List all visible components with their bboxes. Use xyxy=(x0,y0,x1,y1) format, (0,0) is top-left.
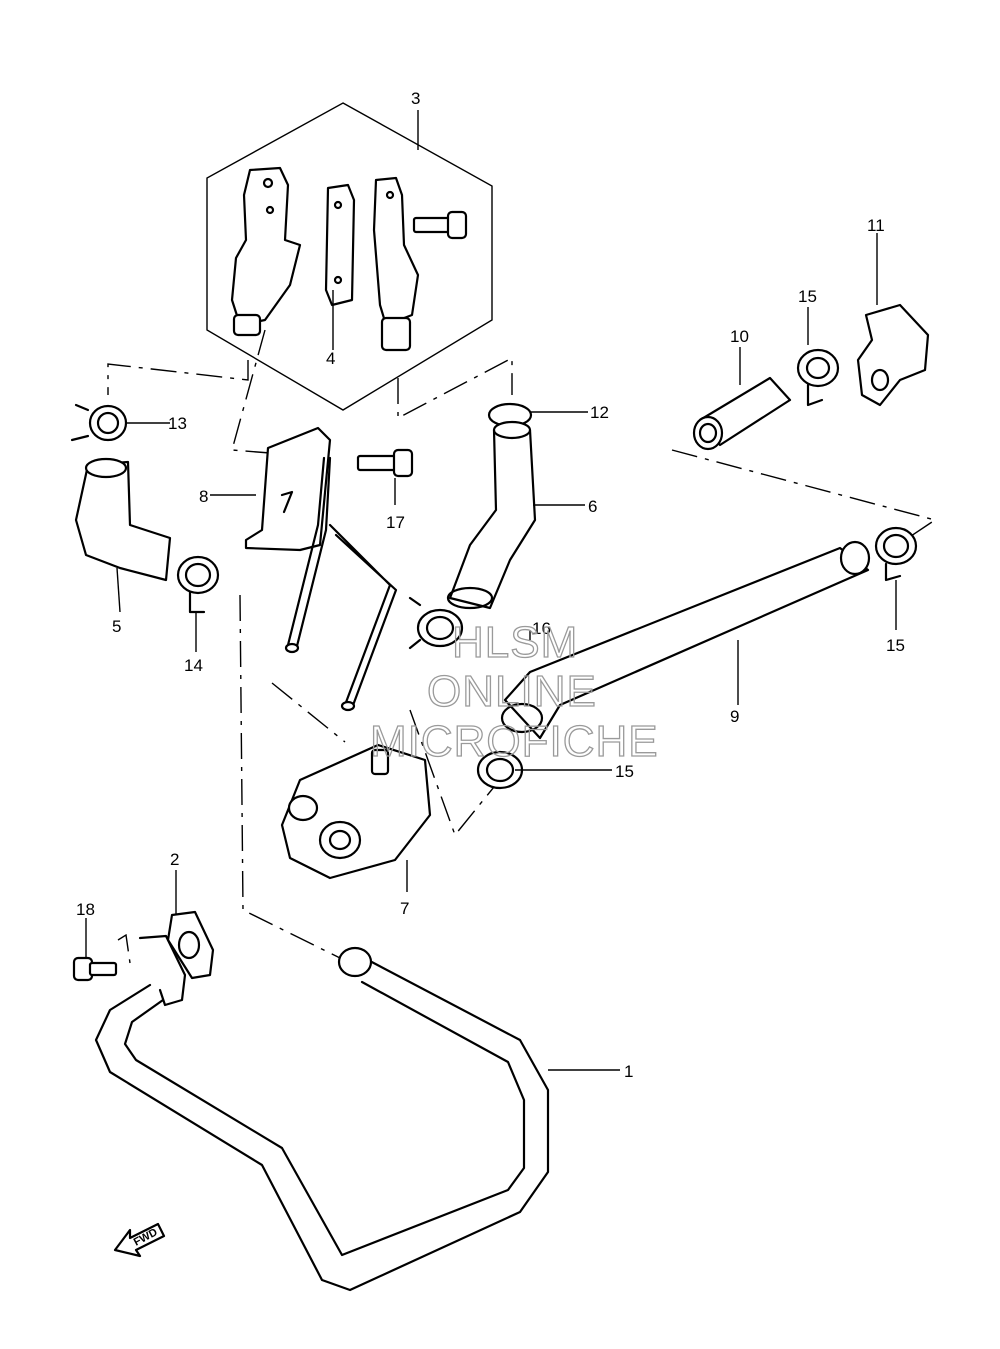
valve-part-7 xyxy=(280,743,432,880)
callout-15-center: 15 xyxy=(615,762,634,781)
bolt-part-18 xyxy=(72,956,118,982)
gasket-part-4 xyxy=(324,183,356,307)
clamp-part-15-center xyxy=(476,750,524,790)
gasket-part-2 xyxy=(166,910,215,980)
callout-18: 18 xyxy=(76,900,95,919)
pipe-part-1 xyxy=(94,934,550,1292)
valve-outlet-part xyxy=(372,176,420,352)
callout-14: 14 xyxy=(184,656,203,675)
callout-9: 9 xyxy=(730,707,739,726)
elbow-hose-part-5 xyxy=(74,457,172,582)
clamp-part-16 xyxy=(408,596,464,650)
clamp-part-13 xyxy=(70,403,128,442)
hose-part-6 xyxy=(446,420,537,610)
clamp-part-15-right xyxy=(874,526,918,582)
callout-2: 2 xyxy=(170,850,179,869)
callout-12: 12 xyxy=(590,403,609,422)
bracket-part-8 xyxy=(244,426,398,712)
callout-5: 5 xyxy=(112,617,121,636)
fitting-part-10 xyxy=(692,376,792,451)
callout-6: 6 xyxy=(588,497,597,516)
callout-7: 7 xyxy=(400,899,409,918)
callout-16: 16 xyxy=(532,619,551,638)
callout-4: 4 xyxy=(326,349,335,368)
hose-part-9 xyxy=(500,540,871,740)
watermark-line-3: MICROFICHE xyxy=(370,717,659,766)
assembly-3-outline xyxy=(206,102,493,411)
callout-10: 10 xyxy=(730,327,749,346)
callout-11: 11 xyxy=(867,216,885,235)
callout-15-upper: 15 xyxy=(798,287,817,306)
valve-housing-part xyxy=(230,166,302,337)
clamp-part-14 xyxy=(176,555,220,614)
bolt-part xyxy=(412,210,468,240)
callout-3: 3 xyxy=(411,89,420,108)
watermark-line-2: ONLINE xyxy=(427,667,597,716)
callout-13: 13 xyxy=(168,414,187,433)
watermark-line-1: HLSM xyxy=(452,618,578,667)
callout-8: 8 xyxy=(199,487,208,506)
clip-part-11 xyxy=(856,303,930,407)
bolt-part-17 xyxy=(356,448,414,478)
callout-1: 1 xyxy=(624,1062,633,1081)
callout-15-right: 15 xyxy=(886,636,905,655)
callout-17: 17 xyxy=(386,513,405,532)
clamp-part-15-upper xyxy=(796,348,840,407)
fwd-arrow-icon: FWD xyxy=(113,1222,166,1258)
